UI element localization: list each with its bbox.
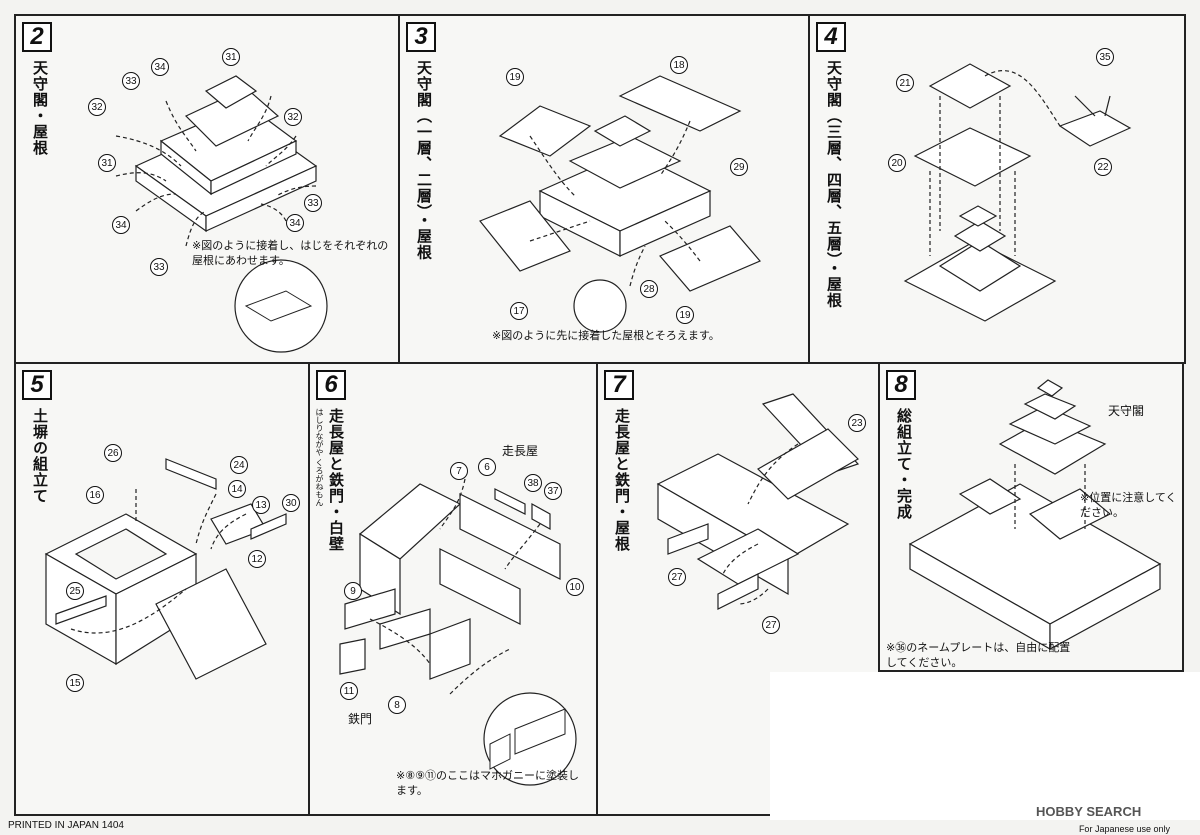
part-callout: 22 bbox=[1094, 158, 1112, 176]
step-number: 4 bbox=[816, 22, 846, 52]
part-callout: 31 bbox=[222, 48, 240, 66]
step-number: 3 bbox=[406, 22, 436, 52]
part-callout: 9 bbox=[344, 582, 362, 600]
part-callout: 29 bbox=[730, 158, 748, 176]
part-callout: 11 bbox=[340, 682, 358, 700]
part-callout: 10 bbox=[566, 578, 584, 596]
part-callout: 27 bbox=[762, 616, 780, 634]
part-callout: 7 bbox=[450, 462, 468, 480]
part-callout: 8 bbox=[388, 696, 406, 714]
step-title: 天守閣（三層、四層、五層）・屋根 bbox=[825, 60, 843, 309]
step-5-panel: 5 土塀の組立て 26 24 16 14 13 30 12 25 15 bbox=[14, 362, 310, 816]
step-3-panel: 3 天守閣（一層、二層）・屋根 19 18 29 17 28 19 ※図のように… bbox=[398, 14, 810, 364]
part-callout: 34 bbox=[286, 214, 304, 232]
part-callout: 17 bbox=[510, 302, 528, 320]
part-callout: 13 bbox=[252, 496, 270, 514]
part-callout: 33 bbox=[304, 194, 322, 212]
tower-upper-roofs-illustration bbox=[903, 63, 1132, 322]
part-callout: 24 bbox=[230, 456, 248, 474]
part-callout: 16 bbox=[86, 486, 104, 504]
printed-in-japan: PRINTED IN JAPAN 1404 bbox=[8, 820, 124, 831]
step-note-position: ※位置に注意してください。 bbox=[1080, 491, 1177, 519]
tower-roof-illustration bbox=[115, 75, 328, 353]
part-callout: 12 bbox=[248, 550, 266, 568]
part-callout: 30 bbox=[282, 494, 300, 512]
part-callout: 26 bbox=[104, 444, 122, 462]
part-callout: 34 bbox=[151, 58, 169, 76]
part-callout: 32 bbox=[284, 108, 302, 126]
step-4-panel: 4 天守閣（三層、四層、五層）・屋根 21 35 20 22 bbox=[808, 14, 1186, 364]
step-title: 総組立て・完成 bbox=[895, 408, 913, 520]
part-callout: 6 bbox=[478, 458, 496, 476]
part-callout: 27 bbox=[668, 568, 686, 586]
part-callout: 35 bbox=[1096, 48, 1114, 66]
step-title: 土塀の組立て bbox=[31, 408, 49, 504]
part-callout: 19 bbox=[506, 68, 524, 86]
part-callout: 23 bbox=[848, 414, 866, 432]
step-title: 天守閣（一層、二層）・屋根 bbox=[415, 60, 433, 261]
final-assembly-illustration bbox=[908, 379, 1162, 651]
blank-area bbox=[770, 672, 1200, 820]
part-callout: 20 bbox=[888, 154, 906, 172]
part-callout: 37 bbox=[544, 482, 562, 500]
earthen-wall-illustration bbox=[44, 458, 287, 680]
part-callout: 38 bbox=[524, 474, 542, 492]
hobby-search-logo: HOBBY SEARCH bbox=[1036, 804, 1142, 819]
label-nagaya: 走長屋 bbox=[502, 444, 539, 458]
part-callout: 19 bbox=[676, 306, 694, 324]
part-callout: 34 bbox=[112, 216, 130, 234]
step-title: 走長屋と鉄門・屋根 bbox=[613, 408, 631, 552]
step-number: 2 bbox=[22, 22, 52, 52]
step-number: 5 bbox=[22, 370, 52, 400]
part-callout: 25 bbox=[66, 582, 84, 600]
japanese-use-only: For Japanese use only bbox=[1078, 824, 1170, 834]
step-title-ruby: はしりながや くろがねもん bbox=[315, 408, 324, 507]
label-gate: 鉄門 bbox=[348, 712, 373, 726]
part-callout: 15 bbox=[66, 674, 84, 692]
part-callout: 21 bbox=[896, 74, 914, 92]
step-number: 8 bbox=[886, 370, 916, 400]
part-callout: 14 bbox=[228, 480, 246, 498]
step-note-nameplate: ※㊱のネームプレートは、自由に配置してください。 bbox=[886, 641, 1071, 669]
step-7-panel: 7 走長屋と鉄門・屋根 23 27 27 bbox=[596, 362, 880, 816]
step-note: ※図のように接着し、はじをそれぞれの屋根にあわせます。 bbox=[192, 239, 389, 267]
part-callout: 31 bbox=[98, 154, 116, 172]
tower-lower-roofs-illustration bbox=[479, 75, 761, 333]
step-2-panel: 2 天守閣・屋根 31 34 33 32 31 32 34 bbox=[14, 14, 400, 364]
step-note: ※図のように先に接着した屋根とそろえます。 bbox=[492, 329, 720, 342]
step-title: 走長屋と鉄門・白壁 bbox=[327, 408, 345, 552]
long-house-gate-illustration bbox=[339, 478, 577, 786]
part-callout: 28 bbox=[640, 280, 658, 298]
part-callout: 33 bbox=[150, 258, 168, 276]
step-note: ※⑧⑨⑪のここはマホガニーに塗装します。 bbox=[396, 769, 579, 797]
step-title: 天守閣・屋根 bbox=[31, 60, 49, 156]
step-8-panel: 8 総組立て・完成 天守閣 ※位置に注意してください。 ※㊱のネームプレートは、… bbox=[878, 362, 1184, 672]
part-callout: 32 bbox=[88, 98, 106, 116]
label-tenshu: 天守閣 bbox=[1108, 404, 1145, 418]
step-number: 6 bbox=[316, 370, 346, 400]
part-callout: 18 bbox=[670, 56, 688, 74]
step-6-panel: 6 走長屋と鉄門・白壁 はしりながや くろがねもん 走長屋 鉄門 7 6 38 … bbox=[308, 362, 598, 816]
step-number: 7 bbox=[604, 370, 634, 400]
long-house-roof-illustration bbox=[656, 393, 860, 610]
part-callout: 33 bbox=[122, 72, 140, 90]
